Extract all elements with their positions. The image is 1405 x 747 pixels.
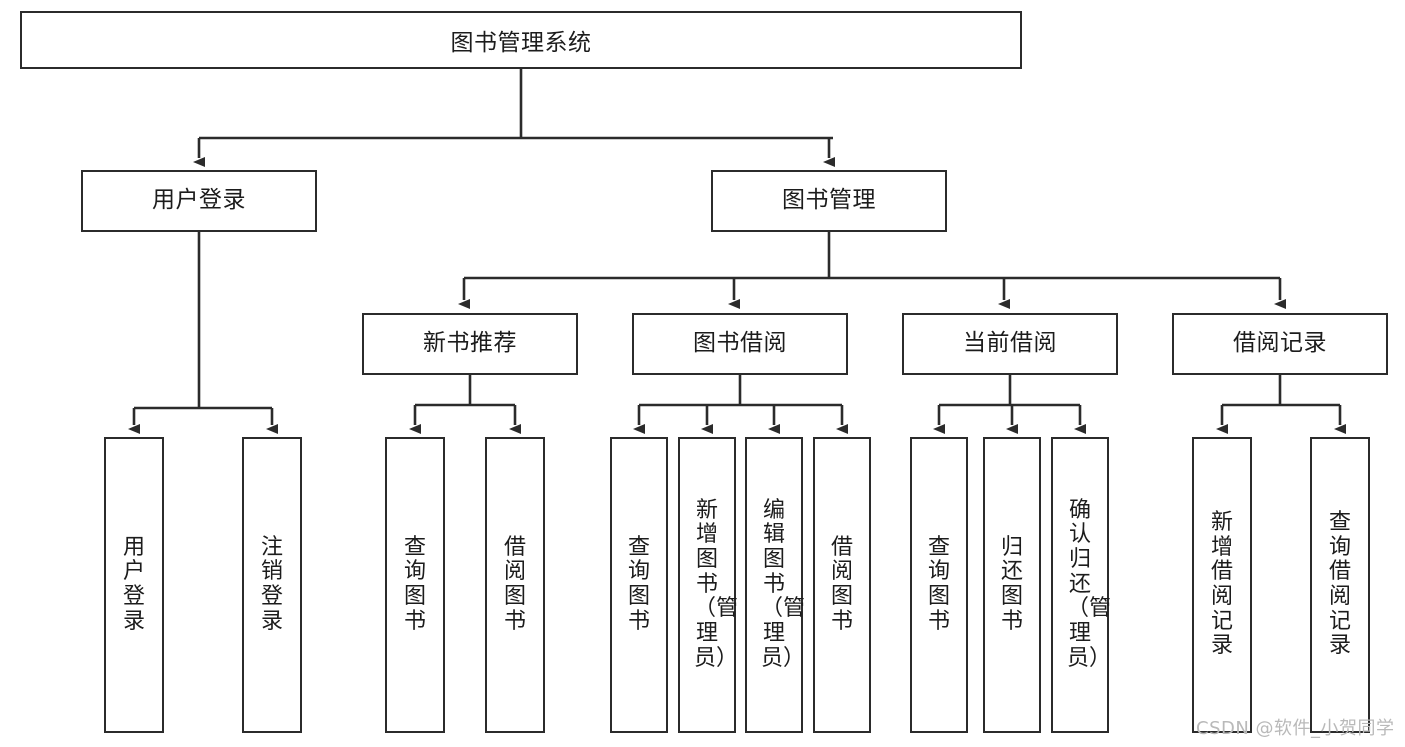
leaf-label: 查询图书 [627, 534, 650, 634]
leaf-query-borrow-record[interactable]: 查询借阅记录 [1310, 437, 1370, 733]
node-user-login[interactable]: 用户登录 [81, 170, 317, 232]
leaf-borrow-book[interactable]: 借阅图书 [813, 437, 871, 733]
leaf-label: 用户登录 [122, 534, 145, 634]
leaf-edit-book-admin[interactable]: 编辑图书（管理员） [745, 437, 806, 733]
node-new-book-recommend[interactable]: 新书推荐 [362, 313, 578, 375]
node-borrow-record-label: 借阅记录 [1233, 330, 1327, 357]
leaf-label: 查询图书 [403, 534, 426, 634]
node-current-borrow-label: 当前借阅 [963, 330, 1057, 357]
leaf-label: 注销登录 [260, 534, 283, 634]
watermark: CSDN @软件_小贺同学 [1196, 718, 1395, 739]
leaf-query-book-current[interactable]: 查询图书 [910, 437, 968, 733]
leaf-query-book-recommend[interactable]: 查询图书 [385, 437, 445, 733]
leaf-label: 查询借阅记录 [1328, 510, 1351, 659]
leaf-borrow-book-recommend[interactable]: 借阅图书 [485, 437, 545, 733]
node-book-borrow-label: 图书借阅 [693, 330, 787, 357]
leaf-label: 借阅图书 [503, 534, 526, 634]
leaf-add-book-admin[interactable]: 新增图书（管理员） [678, 437, 739, 733]
leaf-confirm-return-admin[interactable]: 确认归还（管理员） [1051, 437, 1112, 733]
leaf-label: 新增图书（管理员） [694, 497, 739, 671]
leaf-query-book-borrow[interactable]: 查询图书 [610, 437, 668, 733]
node-book-borrow[interactable]: 图书借阅 [632, 313, 848, 375]
node-new-book-recommend-label: 新书推荐 [423, 330, 517, 357]
leaf-label: 查询图书 [927, 534, 950, 634]
node-borrow-record[interactable]: 借阅记录 [1172, 313, 1388, 375]
leaf-label: 确认归还（管理员） [1067, 497, 1112, 671]
node-book-management[interactable]: 图书管理 [711, 170, 947, 232]
leaf-label: 借阅图书 [830, 534, 853, 634]
leaf-label: 编辑图书（管理员） [761, 497, 806, 671]
leaf-label: 新增借阅记录 [1210, 510, 1233, 659]
node-book-management-label: 图书管理 [782, 187, 876, 214]
node-user-login-label: 用户登录 [152, 187, 246, 214]
node-root[interactable]: 图书管理系统 [20, 11, 1022, 69]
node-current-borrow[interactable]: 当前借阅 [902, 313, 1118, 375]
leaf-label: 归还图书 [1000, 534, 1023, 634]
node-root-label: 图书管理系统 [450, 30, 592, 56]
leaf-logout[interactable]: 注销登录 [242, 437, 302, 733]
leaf-user-login[interactable]: 用户登录 [104, 437, 164, 733]
leaf-return-book[interactable]: 归还图书 [983, 437, 1041, 733]
leaf-add-borrow-record[interactable]: 新增借阅记录 [1192, 437, 1252, 733]
